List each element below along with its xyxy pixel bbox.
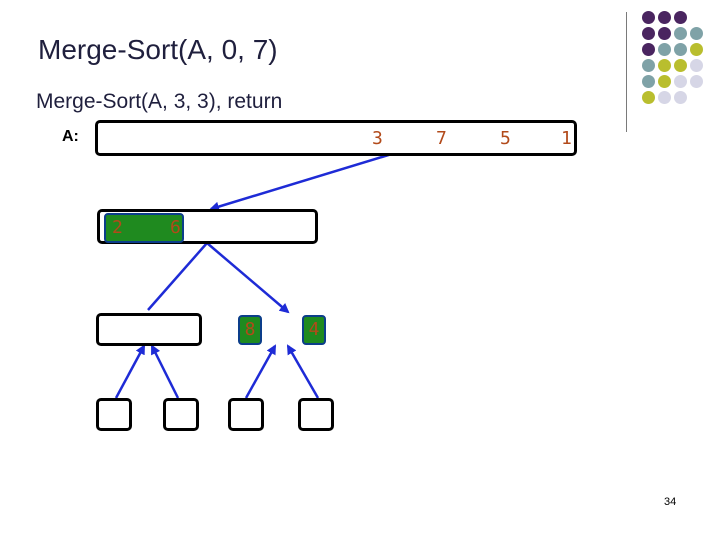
level1-value: 2 [112, 217, 123, 238]
decor-dot [658, 75, 671, 88]
arrow-leaf3 [244, 344, 277, 399]
arrow-leaf2 [150, 344, 180, 399]
array-value: 7 [436, 128, 447, 149]
decor-dot [674, 27, 687, 40]
array-value: 5 [500, 128, 511, 149]
decor-dot [690, 75, 703, 88]
level2-value-cell: 4 [302, 315, 326, 345]
level1-highlight: 2 6 [104, 213, 184, 243]
decor-dot [642, 11, 655, 24]
leaf-box [163, 398, 199, 431]
leaf-box [96, 398, 132, 431]
decor-dot [690, 43, 703, 56]
level1-value: 6 [170, 217, 181, 238]
arrow-level1-to-left [147, 242, 208, 311]
leaf-box [228, 398, 264, 431]
slide-subtitle: Merge-Sort(A, 3, 3), return [36, 90, 283, 113]
decor-dot [658, 27, 671, 40]
level2-left-box [96, 313, 202, 346]
decor-dot [658, 11, 671, 24]
leaf-box [298, 398, 334, 431]
decor-dot [674, 11, 687, 24]
arrow-level1-to-right [206, 242, 290, 314]
decor-dot [642, 59, 655, 72]
decor-dot [658, 59, 671, 72]
decor-dot [658, 43, 671, 56]
array-value: 3 [372, 128, 383, 149]
decor-dot [658, 91, 671, 104]
decor-dot [642, 75, 655, 88]
decor-dot [642, 43, 655, 56]
decor-dot [674, 75, 687, 88]
arrow-leaf4 [286, 344, 320, 399]
array-box [95, 120, 577, 156]
decor-dot [674, 59, 687, 72]
page-number: 34 [664, 496, 677, 508]
decor-dot [642, 91, 655, 104]
decorative-divider-line [626, 12, 627, 132]
level2-value-cell: 8 [238, 315, 262, 345]
decor-dot [674, 43, 687, 56]
decor-dot [690, 59, 703, 72]
arrow-leaf1 [114, 344, 146, 399]
arrow-array-to-level1 [209, 151, 396, 212]
slide-title: Merge-Sort(A, 0, 7) [38, 34, 278, 65]
decor-dot [642, 27, 655, 40]
decor-dot [674, 91, 687, 104]
array-value: 1 [561, 128, 572, 149]
decor-dot [690, 27, 703, 40]
array-label: A: [62, 128, 79, 145]
